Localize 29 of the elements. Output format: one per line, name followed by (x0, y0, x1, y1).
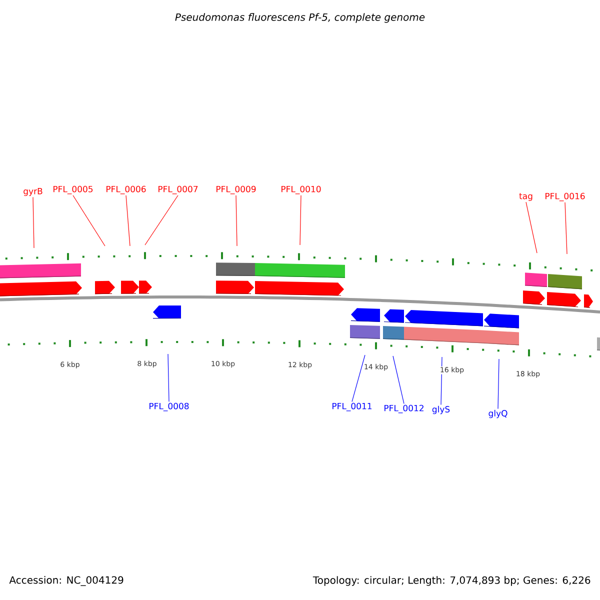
leader-line (564, 202, 568, 254)
leader-line (168, 354, 170, 402)
leader-line (300, 195, 302, 246)
gene-label: PFL_0005 (54, 186, 93, 194)
leader-line (144, 195, 178, 246)
leader-line (352, 354, 366, 402)
leader-line (236, 195, 238, 246)
accession-text: Accession: NC_004129 (9, 576, 124, 586)
leader-line (126, 195, 130, 246)
gene-label: PFL_0012 (384, 404, 424, 414)
gene-label: tag (519, 193, 532, 201)
leader-line (526, 202, 538, 254)
gene-label: PFL_0016 (546, 192, 585, 202)
gene-label: glyS (432, 406, 450, 414)
gene-label: PFL_0007 (158, 186, 198, 194)
leader-line (440, 356, 442, 405)
gene-label: PFL_0006 (106, 186, 146, 194)
gene-label: gyrB (24, 188, 42, 196)
leader-line (32, 196, 34, 248)
gene-label: PFL_0011 (332, 402, 372, 412)
leader-line (498, 358, 500, 409)
gene-label: glyQ (488, 410, 508, 418)
gene-label: PFL_0008 (150, 402, 189, 412)
leader-line (72, 195, 106, 246)
gene-label: PFL_0010 (282, 186, 321, 194)
leader-line (392, 356, 404, 404)
title: Pseudomonas fluorescens Pf-5, complete genome (175, 13, 425, 23)
summary-text: Topology: circular; Length: 7,074,893 bp; Genes: 6,226 (312, 576, 590, 586)
gene-label: PFL_0009 (216, 186, 256, 194)
